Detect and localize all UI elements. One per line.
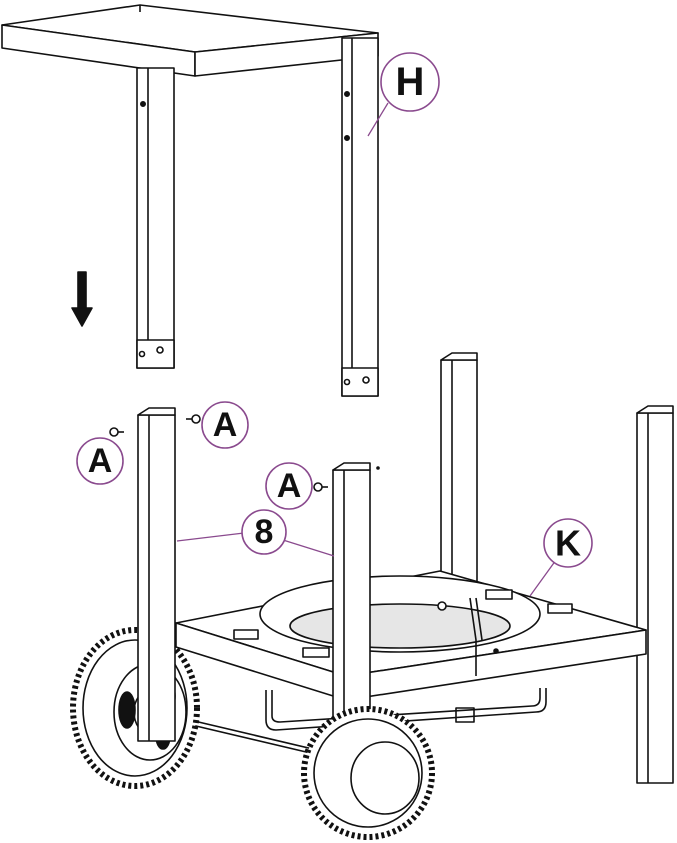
wheel-left bbox=[70, 627, 200, 789]
callout-H: H bbox=[380, 52, 440, 112]
callout-A-right-label: A bbox=[277, 467, 302, 505]
support-bar-K bbox=[455, 597, 483, 723]
bolt-icon bbox=[186, 414, 201, 424]
callout-H-label: H bbox=[396, 60, 425, 104]
callout-A-top-label: A bbox=[213, 406, 238, 444]
callout-K: K bbox=[543, 518, 593, 568]
wheel-right bbox=[301, 706, 435, 840]
bolt-icon bbox=[109, 427, 124, 437]
callout-A-right: A bbox=[265, 462, 313, 510]
callout-K-label: K bbox=[555, 523, 581, 564]
callout-8: 8 bbox=[241, 509, 287, 555]
leader-lines bbox=[176, 102, 557, 597]
arrow-down-icon bbox=[71, 271, 93, 327]
top-shelf-assembly bbox=[1, 4, 379, 397]
shelf-leg-left bbox=[136, 67, 175, 369]
leg-front-left bbox=[137, 407, 176, 742]
callout-A-left-label: A bbox=[88, 442, 113, 480]
bolt-icon bbox=[313, 482, 328, 492]
leg-back-right bbox=[636, 405, 674, 784]
callout-8-label: 8 bbox=[255, 513, 274, 551]
lower-rail bbox=[265, 688, 547, 731]
cart-frame bbox=[70, 352, 674, 840]
callout-A-top: A bbox=[201, 401, 249, 449]
burner-tray bbox=[175, 570, 647, 701]
shelf-leg-right bbox=[341, 37, 379, 397]
callout-A-left: A bbox=[76, 437, 124, 485]
